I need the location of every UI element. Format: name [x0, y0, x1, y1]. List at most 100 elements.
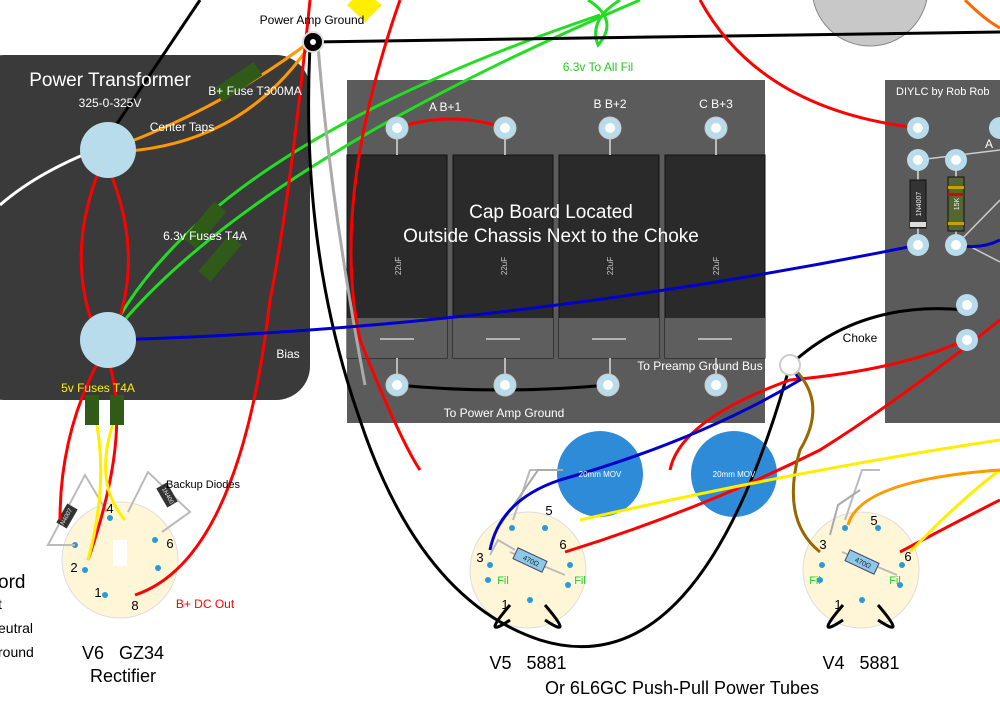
transformer-pad-top: [80, 122, 136, 178]
wire-blue-v5: [488, 364, 803, 551]
label-bias: Bias: [276, 347, 299, 361]
left-edge-eutral: eutral: [0, 620, 33, 636]
tube-socket-v5: [469, 511, 587, 629]
wire-red-ot: [668, 338, 966, 471]
cap-title-line1: Cap Board Located: [469, 202, 633, 223]
rect-pin-4: 4: [106, 501, 113, 516]
wire-orange-2: [107, 41, 314, 154]
transformer-title: Power Transformer: [29, 70, 191, 91]
wire-black-top: [311, 30, 1000, 44]
wire-red-3: [134, 0, 312, 597]
wire-yellow-4: [908, 468, 1000, 554]
diylc-terminal-a: A: [985, 137, 993, 151]
cap-value-3: 22uF: [606, 257, 615, 275]
label-ot-ct: OT CT: [832, 381, 868, 395]
label-power-amp-ground: Power Amp Ground: [260, 13, 365, 27]
tube-socket-v4: [802, 511, 920, 629]
v4-fil-right: Fil: [889, 575, 901, 587]
label-fil-63v: 6.3v To All Fil: [563, 60, 633, 74]
cap-value-1: 22uF: [394, 257, 403, 275]
v4-pin-1: 1: [834, 597, 841, 612]
top-grey-component: [812, 0, 928, 47]
fuse-bplus: [213, 61, 263, 103]
label-rectifier: Rectifier: [90, 666, 156, 686]
lug-center: [310, 39, 316, 45]
v5-pin-3: 3: [476, 550, 483, 565]
wire-black-1: [307, 44, 792, 649]
wire-red-5: [396, 117, 506, 130]
label-to-power-amp-ground: To Power Amp Ground: [444, 406, 565, 420]
terminal-b-label: B B+2: [593, 97, 626, 111]
capacitor-2: [452, 154, 554, 359]
tube-label-v5: V5 5881: [489, 653, 566, 673]
tube-label-v6: V6 GZ34: [82, 643, 164, 663]
orange-wire-top-right: [963, 0, 1000, 30]
label-bplus-fuse: B+ Fuse T300MA: [208, 84, 302, 98]
wire-black-choke: [788, 307, 966, 367]
capacitor-4: [664, 154, 766, 359]
rect-pin-2: 2: [70, 560, 77, 575]
socket-pins: [72, 515, 905, 603]
wire-yellow-2: [104, 409, 127, 521]
backup-diode-right: [127, 470, 192, 533]
v5-fil-left: Fil: [497, 575, 509, 587]
mov-2-label: 20mm MOV: [713, 470, 756, 479]
wire-blue-bias: [107, 243, 919, 342]
wire-green-3: [587, 0, 621, 48]
label-to-preamp-ground-bus: To Preamp Ground Bus: [637, 359, 762, 373]
yellow-diamond-component: [347, 0, 382, 22]
rectifier-key: [113, 540, 127, 566]
mov-2: [691, 431, 777, 517]
cap-terminal-holes: [392, 123, 721, 390]
diylc-terminals: [907, 117, 1000, 351]
wire-red-v5: [564, 318, 1000, 554]
label-center-taps: Center Taps: [150, 120, 214, 134]
wire-red-6: [698, 0, 919, 130]
cap-value-4: 22uF: [712, 257, 721, 275]
diylc-credit: DIYLC by Rob Rob: [896, 86, 990, 98]
v5-pin-6: 6: [559, 537, 566, 552]
wire-yellow-3: [579, 438, 1000, 522]
wire-grey: [316, 44, 367, 386]
backup-diode-left: [46, 472, 108, 546]
left-edge-round: round: [0, 644, 34, 660]
transformer-voltage: 325-0-325V: [79, 96, 142, 110]
wire-green-2: [106, 0, 641, 341]
cap-value-2: 22uF: [500, 257, 509, 275]
terminal-c-label: C B+3: [699, 97, 733, 111]
capacitor-3: [558, 154, 660, 359]
rect-pin-8: 8: [131, 598, 138, 613]
left-edge-t: t: [0, 596, 2, 612]
label-backup-diodes: Backup Diodes: [166, 479, 240, 491]
rect-pin-6: 6: [166, 536, 173, 551]
fuse-5v-1: [85, 395, 99, 425]
v4-fil-left: Fil: [809, 575, 821, 587]
resistor-15k-label: 15K: [954, 197, 961, 210]
label-bplus-dc-out: B+ DC Out: [176, 597, 235, 611]
grey-wire-v4: [829, 489, 861, 536]
v4-grid-resistor: [841, 469, 898, 576]
wire-yellow-1: [86, 409, 103, 561]
wire-black-v5-fil: [493, 604, 562, 629]
cap-title-line2: Outside Chassis Next to the Choke: [403, 226, 699, 247]
label-5v-fuses: 5v Fuses T4A: [61, 381, 135, 395]
wire-red-v4: [899, 498, 1000, 554]
mov-1-label: 20mm MOV: [579, 470, 622, 479]
wire-orange-1: [107, 38, 313, 152]
diode-label-diylc: 1N4007: [916, 192, 923, 217]
label-fil-fuses: 6.3v Fuses T4A: [163, 229, 247, 243]
wire-green-1: [106, 13, 601, 339]
fuse-filament-2: [198, 234, 242, 282]
power-transformer-body: [0, 55, 310, 400]
diylc-board: [885, 80, 1000, 423]
wire-black-v4-fil: [826, 604, 895, 629]
fuse-filament-1: [183, 201, 227, 249]
v4-pin-5: 5: [870, 513, 877, 528]
terminal-a-label: A B+1: [429, 100, 462, 114]
fuse-5v-2: [110, 395, 124, 425]
preamp-ground-lug: [779, 354, 801, 376]
mov-1: [557, 431, 643, 517]
v5-pin-1: 1: [501, 597, 508, 612]
